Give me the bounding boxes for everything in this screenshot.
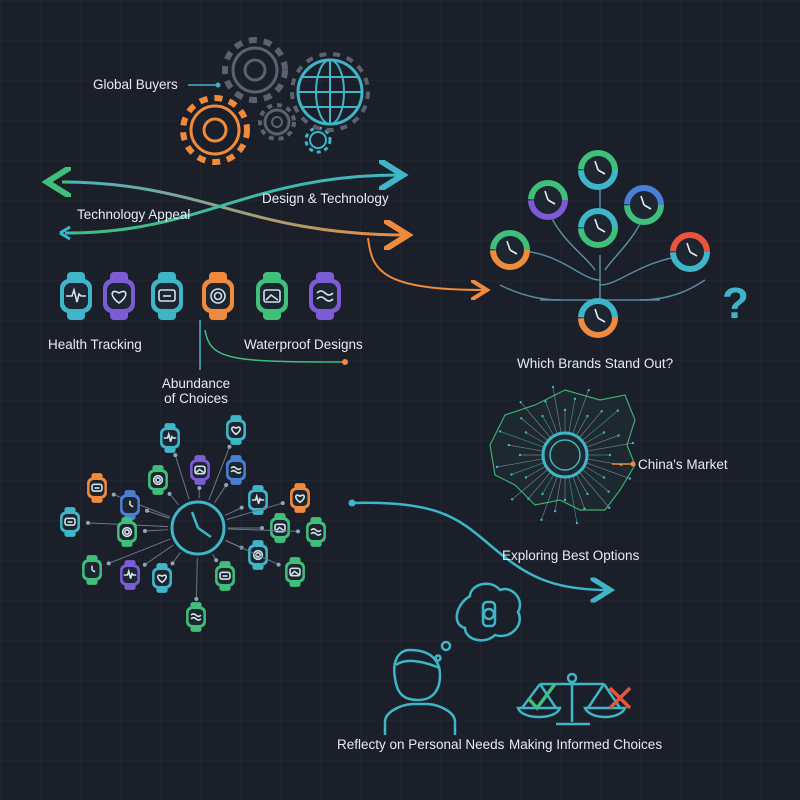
watch-image (256, 272, 288, 320)
cluster-watch (117, 517, 137, 547)
cluster-watch (87, 473, 107, 503)
brand-watch-node (578, 208, 618, 248)
watch-heartbeat (60, 272, 92, 320)
cluster-watch (60, 507, 80, 537)
cluster-watch (120, 560, 140, 590)
label-health-tracking: Health Tracking (48, 337, 142, 352)
question-mark: ? (722, 279, 749, 328)
cluster-watch (152, 563, 172, 593)
cluster-watch (226, 415, 246, 445)
gear-teal-icon (304, 126, 332, 154)
watch-camera (202, 272, 234, 320)
cluster-watch (215, 561, 235, 591)
cross-icon (608, 686, 632, 710)
person-thinking-icon (383, 582, 522, 735)
brand-watch-node (528, 180, 568, 220)
gear-small-icon (258, 103, 296, 141)
brand-watch-node (578, 150, 618, 190)
balance-scale-icon (516, 672, 627, 726)
gear-large-icon (222, 37, 288, 103)
china-map (489, 385, 636, 525)
brand-watch-node (578, 298, 618, 338)
label-exploring: Exploring Best Options (502, 548, 640, 563)
crossing-arrows (60, 175, 485, 290)
label-china-market: China's Market (638, 457, 728, 472)
brand-watch-node (670, 232, 710, 272)
label-waterproof-designs: Waterproof Designs (244, 337, 363, 352)
cluster-watch (306, 517, 326, 547)
label-abundance: Abundance of Choices (150, 376, 242, 406)
cluster-watch (290, 483, 310, 513)
label-reflect: Reflecty on Personal Needs (337, 737, 505, 752)
cluster-watch (82, 555, 102, 585)
cluster-watch (148, 465, 168, 495)
cluster-watch (190, 455, 210, 485)
label-technology-appeal: Technology Appeal (77, 207, 191, 222)
cluster-watch (248, 485, 268, 515)
cluster-watch (226, 455, 246, 485)
watch-cluster (60, 415, 326, 632)
watch-message (151, 272, 183, 320)
brand-watch-node (624, 185, 664, 225)
watch-heart (103, 272, 135, 320)
check-icon (526, 682, 557, 711)
label-design-technology: Design & Technology (262, 191, 389, 206)
cluster-watch (186, 602, 206, 632)
globe-icon (290, 52, 370, 132)
label-informed: Making Informed Choices (509, 737, 663, 752)
watch-wave (309, 272, 341, 320)
brand-tree: ? (490, 150, 749, 338)
label-abundance-line2: of Choices (164, 391, 228, 406)
exploring-arrow (351, 501, 608, 590)
label-which-brands: Which Brands Stand Out? (517, 356, 674, 371)
brand-watch-node (490, 230, 530, 270)
cluster-watch (270, 513, 290, 543)
watch-row (60, 272, 341, 320)
gear-orange-icon (180, 95, 250, 165)
cluster-watch (160, 423, 180, 453)
label-global-buyers: Global Buyers (93, 77, 178, 92)
cluster-watch (120, 490, 140, 520)
label-abundance-line1: Abundance (161, 376, 231, 391)
gears-group (180, 37, 370, 165)
cluster-watch (285, 557, 305, 587)
